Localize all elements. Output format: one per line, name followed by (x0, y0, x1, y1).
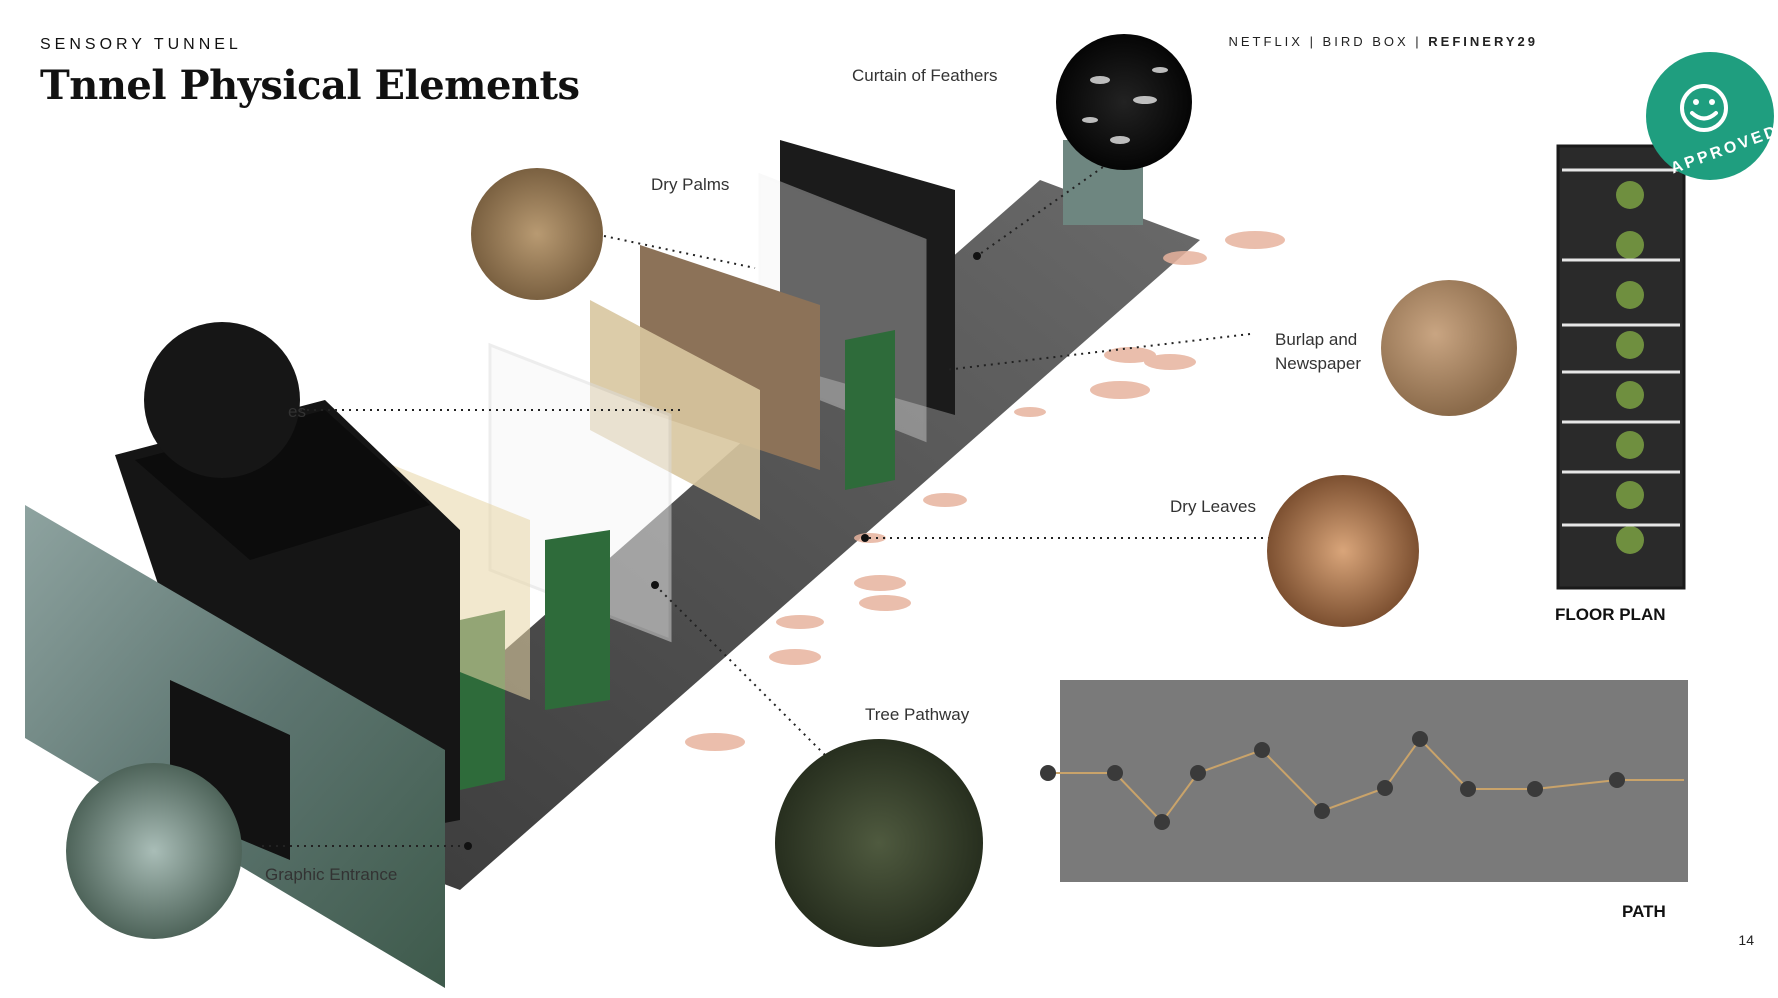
brand-left: NETFLIX | BIRD BOX | (1228, 34, 1429, 49)
floor-plan (1556, 144, 1686, 590)
floor-plan-plants (1616, 181, 1644, 554)
eyebrow: SENSORY TUNNEL (40, 36, 242, 53)
label-burlap-2: Newspaper (1275, 354, 1361, 373)
label-path: PATH (1622, 902, 1666, 921)
leaves-swatch (1267, 475, 1419, 627)
entrance-swatch (66, 763, 242, 939)
label-floor-plan: FLOOR PLAN (1555, 605, 1666, 624)
leaf-clusters (685, 231, 1285, 751)
label-leaves: Dry Leaves (1170, 497, 1256, 516)
black-panel (780, 140, 955, 415)
callout-dots (464, 252, 981, 850)
label-feathers: Curtain of Feathers (852, 66, 998, 85)
feathers-texture (1082, 67, 1168, 144)
vines-swatch (144, 322, 300, 478)
green-panel (545, 530, 610, 710)
path-panel (1060, 680, 1688, 882)
net-panel (488, 342, 672, 643)
label-entrance: Graphic Entrance (265, 865, 398, 884)
feathers-swatch (1056, 34, 1192, 170)
palms-swatch (471, 168, 603, 300)
path-nodes (1040, 731, 1625, 830)
tunnel-floor (300, 180, 1200, 890)
fringe-panel (590, 300, 760, 520)
page-number: 14 (1738, 932, 1754, 948)
label-burlap-1: Burlap and (1275, 330, 1358, 349)
tree-swatch (775, 739, 983, 947)
burlap-swatch (1381, 280, 1517, 416)
page-title: Tnnel Physical Elements (40, 62, 580, 109)
green-panel (845, 330, 895, 490)
approved-stamp: APPROVED! (1646, 52, 1778, 180)
label-palms: Dry Palms (651, 175, 730, 194)
floor-plan-dividers (1562, 168, 1680, 527)
callout-lines (262, 154, 1270, 847)
path-line (1048, 737, 1684, 824)
label-vines-partial: es (288, 402, 306, 421)
brand-line: NETFLIX | BIRD BOX | REFINERY29 (1229, 34, 1539, 49)
brand-right: REFINERY29 (1428, 34, 1538, 49)
smile-icon (1680, 84, 1728, 132)
label-tree: Tree Pathway (865, 705, 970, 724)
